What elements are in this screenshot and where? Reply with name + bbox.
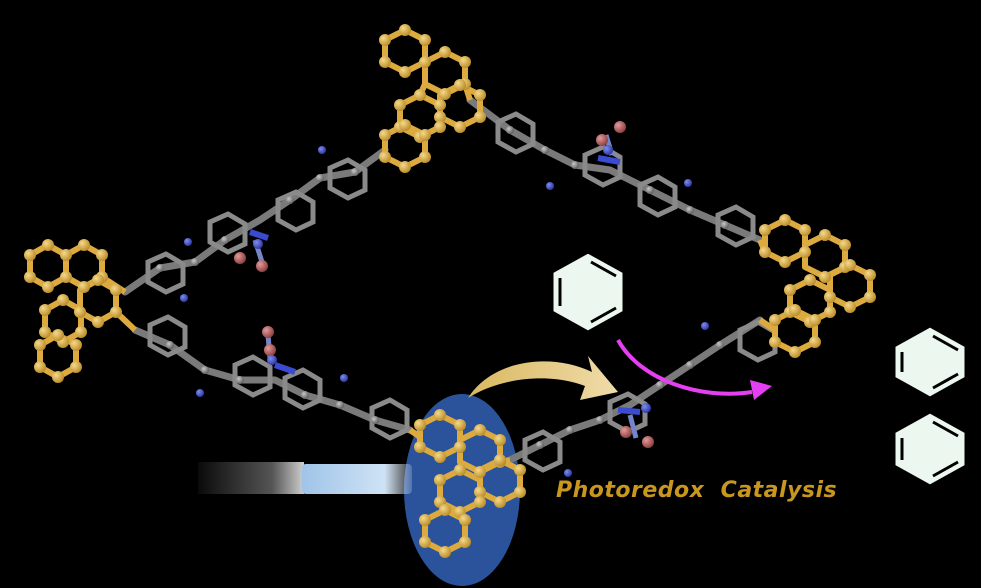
framework-linkers bbox=[121, 96, 764, 464]
benzene-icon bbox=[892, 324, 968, 400]
energy-transfer-arrow bbox=[468, 356, 618, 400]
light-source-icon bbox=[198, 462, 304, 494]
complex-site-bottom-left bbox=[196, 326, 348, 397]
complex-site-left bbox=[180, 229, 269, 302]
caption-photoredox-catalysis: Photoredox Catalysis bbox=[556, 478, 838, 503]
light-beam-icon bbox=[302, 464, 412, 494]
metal-complex-sites bbox=[180, 121, 709, 477]
light-spot bbox=[404, 394, 520, 586]
substrate-conversion-arrow bbox=[616, 339, 772, 400]
complex-site-bottom-right bbox=[564, 322, 709, 477]
aromatic-node-right-atoms bbox=[759, 214, 876, 358]
aromatic-nodes bbox=[24, 24, 876, 558]
aromatic-node-right bbox=[757, 217, 873, 355]
linker-rings bbox=[145, 111, 778, 473]
complex-site-top-right bbox=[318, 121, 692, 190]
benzene-icon bbox=[892, 410, 968, 488]
aromatic-node-bottom-atoms bbox=[414, 409, 526, 558]
benzene-icon bbox=[550, 250, 626, 334]
linker-atoms bbox=[156, 126, 729, 449]
aromatic-node-left-atoms bbox=[24, 239, 122, 383]
aromatic-node-top bbox=[382, 27, 483, 170]
aromatic-node-top-atoms bbox=[379, 24, 486, 173]
